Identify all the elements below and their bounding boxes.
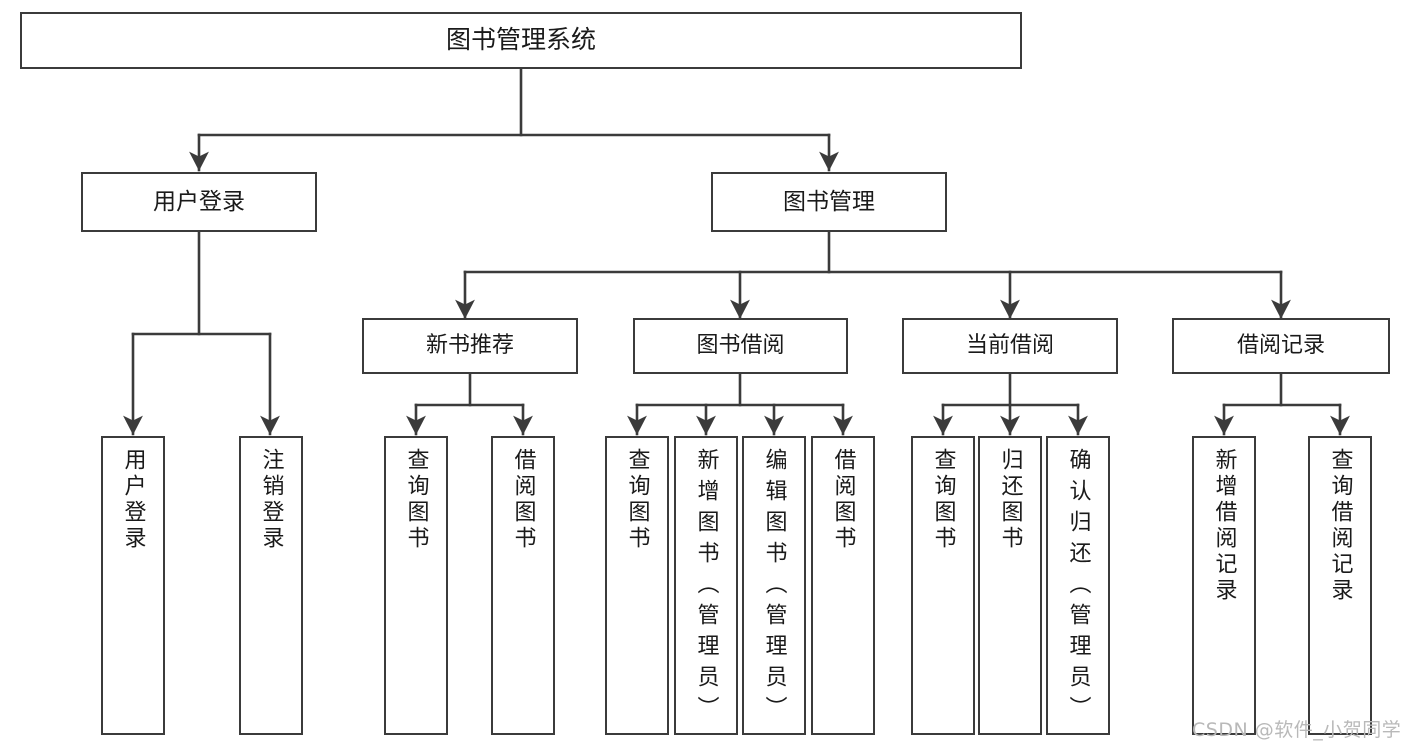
node-label: 查询图书 [624,448,650,552]
node-label: 查询图书 [930,448,956,552]
leaf-book-borrow-add-book-admin[interactable]: 新增图书（管理员） [674,436,738,735]
csdn-watermark: CSDN @软件_小贺同学 [1192,719,1402,741]
leaf-current-borrow-query-book[interactable]: 查询图书 [911,436,975,735]
node-label: 用户登录 [153,188,245,215]
leaf-borrow-record-query-record[interactable]: 查询借阅记录 [1308,436,1372,735]
leaf-book-borrow-edit-book-admin[interactable]: 编辑图书（管理员） [742,436,806,735]
leaf-user-login-logout[interactable]: 注销登录 [239,436,303,735]
node-label: 借阅图书 [830,448,856,552]
node-book-management[interactable]: 图书管理 [711,172,947,232]
node-label: 归还图书 [997,448,1023,552]
node-label: 借阅记录 [1236,332,1325,358]
node-borrow-record[interactable]: 借阅记录 [1172,318,1390,374]
node-new-book-recommend[interactable]: 新书推荐 [362,318,578,374]
node-user-login[interactable]: 用户登录 [81,172,317,232]
leaf-current-borrow-return-book[interactable]: 归还图书 [978,436,1042,735]
node-label: 图书管理 [783,188,875,215]
node-label: 编辑图书（管理员） [761,448,787,727]
node-label: 确认归还（管理员） [1065,448,1091,727]
node-label: 注销登录 [258,448,284,552]
node-label: 查询图书 [403,448,429,552]
node-root-book-management-system[interactable]: 图书管理系统 [20,12,1022,69]
node-label: 图书借阅 [696,332,785,358]
node-label: 当前借阅 [965,332,1054,358]
node-label: 新增借阅记录 [1211,448,1237,604]
leaf-user-login-login[interactable]: 用户登录 [101,436,165,735]
node-current-borrow[interactable]: 当前借阅 [902,318,1118,374]
leaf-book-borrow-query-book[interactable]: 查询图书 [605,436,669,735]
node-label: 借阅图书 [510,448,536,552]
node-label: 用户登录 [120,448,146,552]
leaf-borrow-record-add-record[interactable]: 新增借阅记录 [1192,436,1256,735]
node-label: 新增图书（管理员） [693,448,719,727]
leaf-book-borrow-borrow-book[interactable]: 借阅图书 [811,436,875,735]
node-label: 新书推荐 [425,332,514,358]
leaf-current-borrow-confirm-return-admin[interactable]: 确认归还（管理员） [1046,436,1110,735]
node-label: 查询借阅记录 [1327,448,1353,604]
node-label: 图书管理系统 [445,25,596,55]
leaf-new-book-query-book[interactable]: 查询图书 [384,436,448,735]
node-book-borrow[interactable]: 图书借阅 [633,318,848,374]
leaf-new-book-borrow-book[interactable]: 借阅图书 [491,436,555,735]
